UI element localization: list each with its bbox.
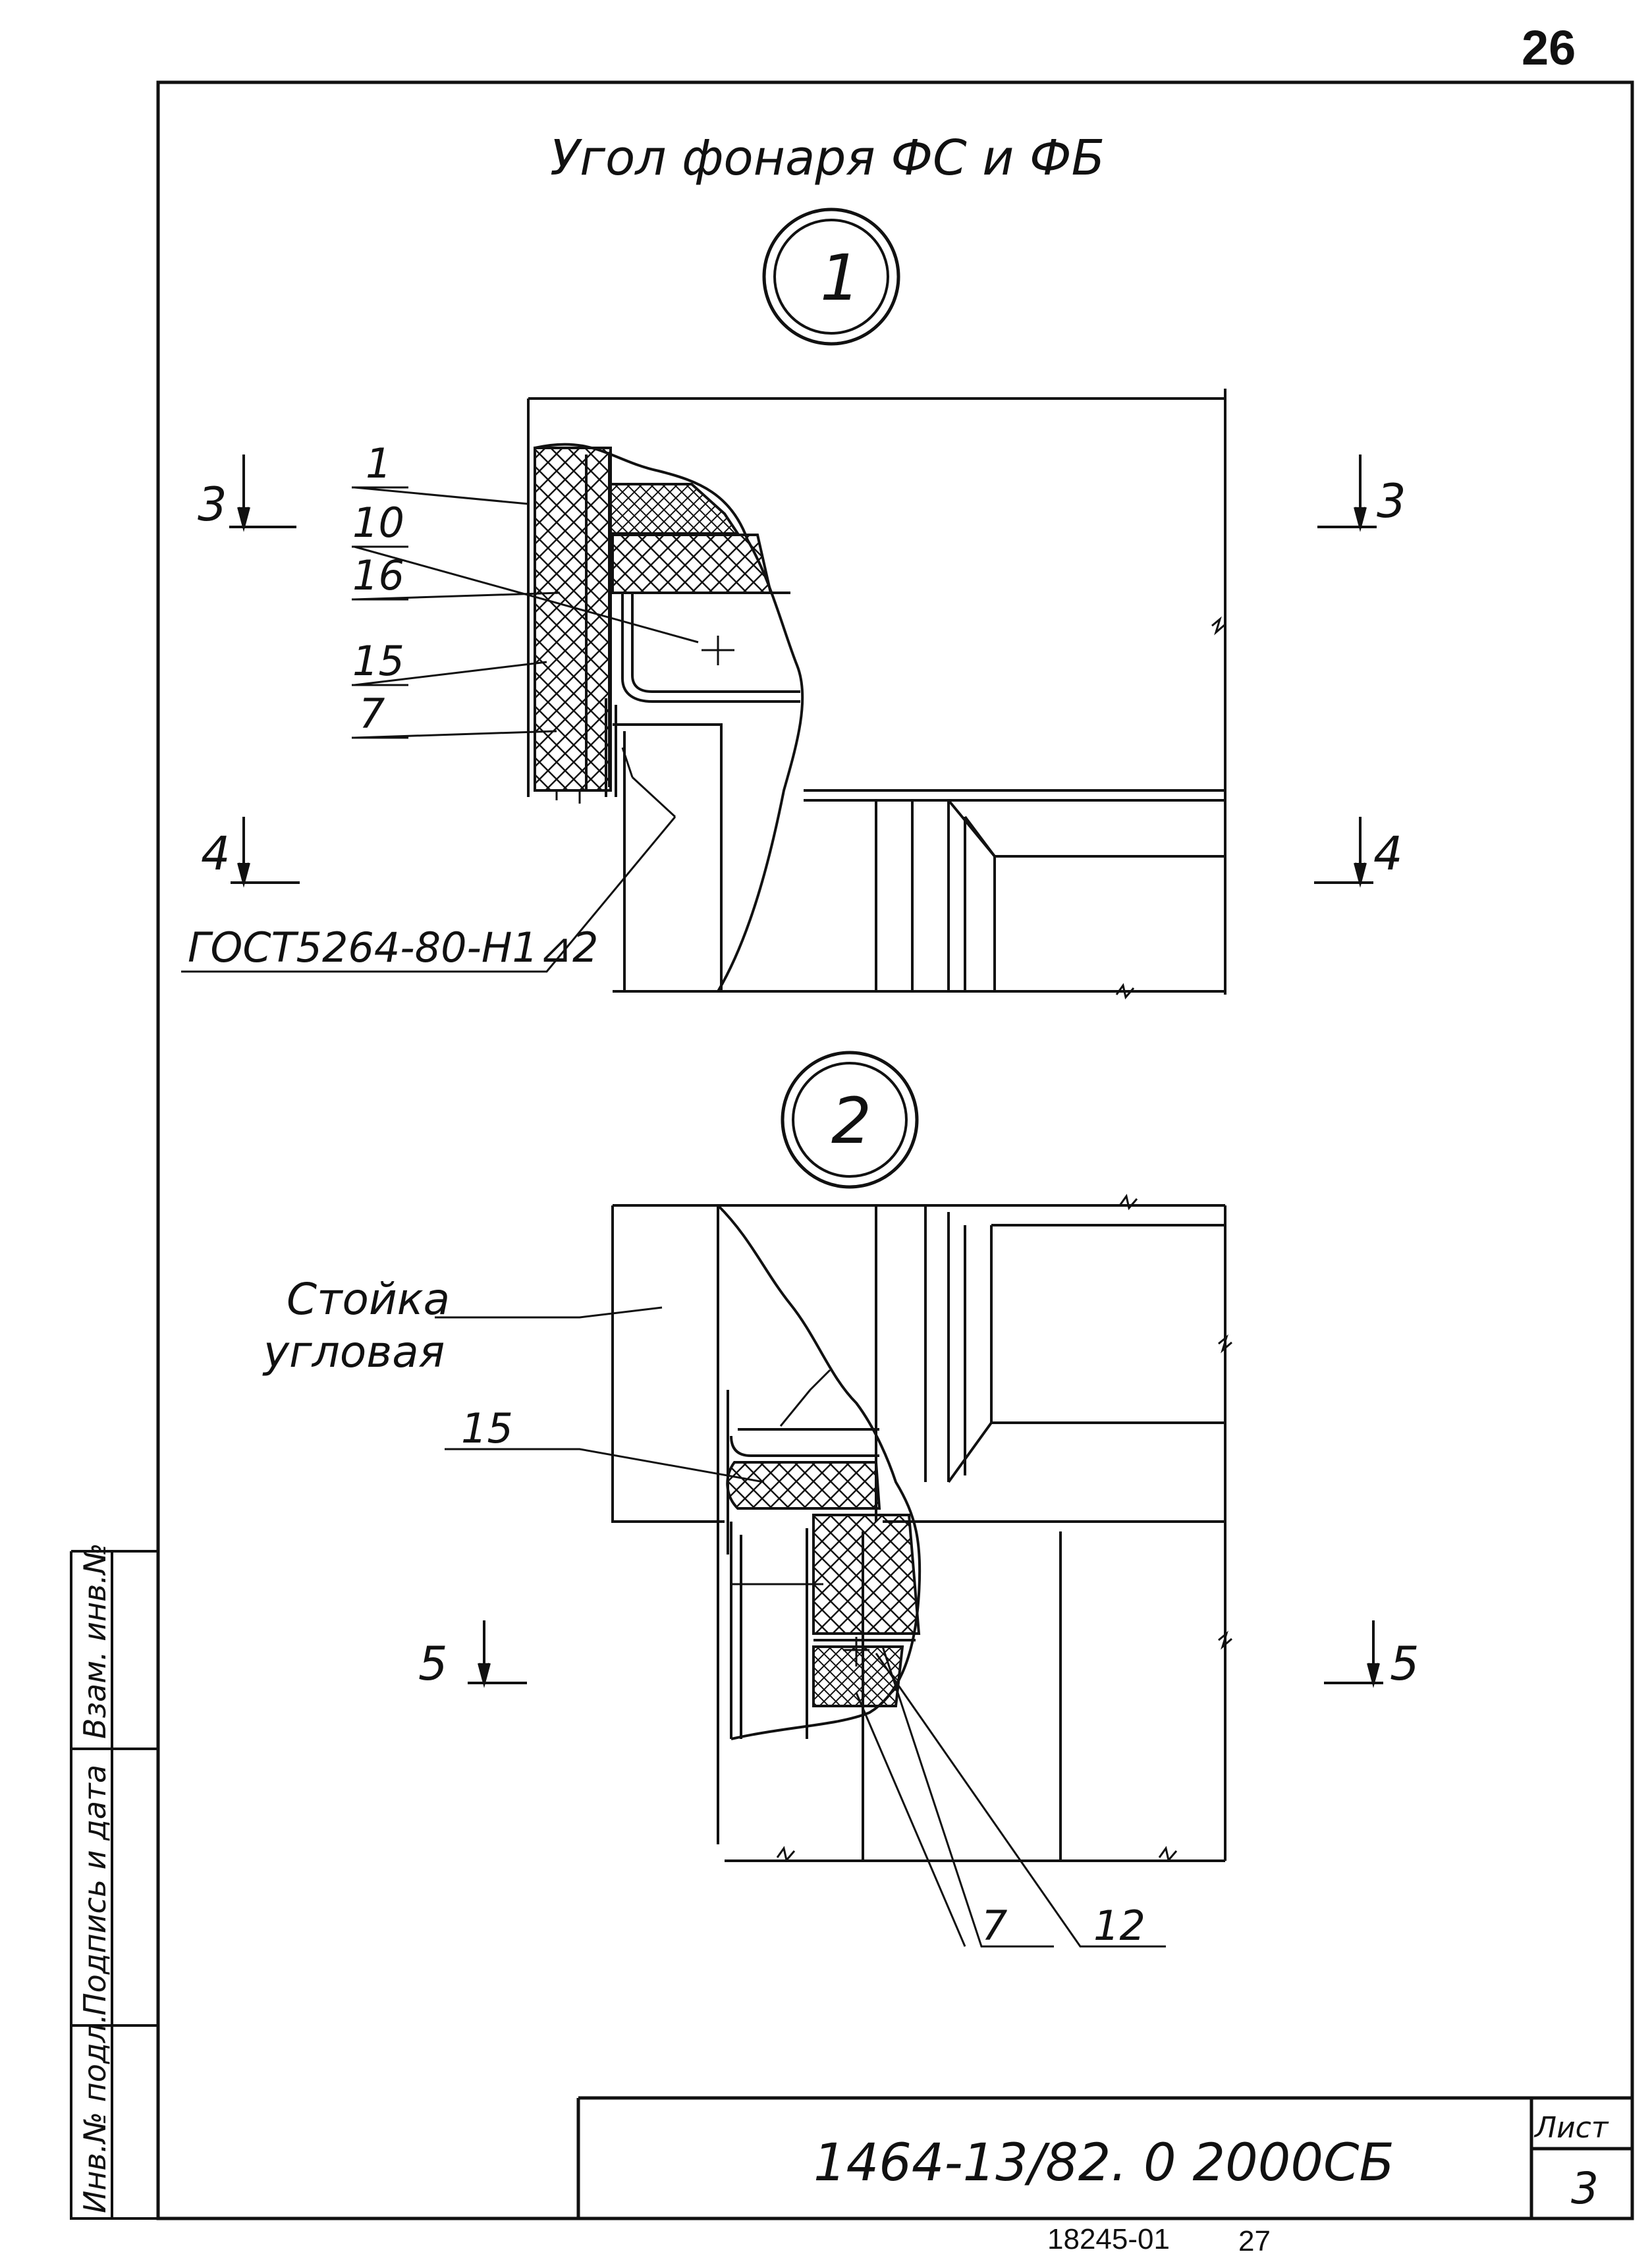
- stamp-podpis-data: Подпись и дата: [77, 1765, 113, 2016]
- footer-code: 18245-01: [1047, 2223, 1170, 2255]
- section-4-right: 4: [1373, 827, 1403, 881]
- detail-1-callout-15: 15: [352, 637, 404, 685]
- side-stamp: [70, 1550, 158, 2220]
- detail-2-number: 2: [831, 1084, 871, 1158]
- page-number: 26: [1522, 20, 1576, 75]
- detail-1-marker: 1: [762, 207, 900, 346]
- detail-1-callout-7: 7: [359, 690, 385, 738]
- section-5-left: 5: [418, 1637, 448, 1691]
- detail-2-callout-15: 15: [461, 1404, 513, 1452]
- stoyka-label-line1: Стойка: [287, 1274, 450, 1325]
- section-3-right: 3: [1377, 474, 1406, 528]
- sheet-label: Лист: [1533, 2111, 1609, 2145]
- section-3-left: 3: [198, 478, 227, 532]
- detail-1-callout-16: 16: [352, 551, 404, 599]
- detail-2-marker: 2: [781, 1051, 919, 1189]
- sheet-title: Угол фонаря ФС и ФБ: [550, 130, 1105, 186]
- stamp-inv-podl: Инв.№ подл.: [77, 2014, 113, 2213]
- detail-1-drawing: [181, 389, 1377, 1000]
- stamp-vzam-inv: Взам. инв.№: [77, 1543, 113, 1739]
- detail-1-callout-10: 10: [352, 499, 404, 547]
- section-4-left: 4: [201, 827, 231, 881]
- detail-2-callout-12: 12: [1093, 1902, 1145, 1950]
- section-5-right: 5: [1390, 1637, 1419, 1691]
- sheet-value: 3: [1571, 2163, 1599, 2214]
- detail-2-callout-7: 7: [981, 1902, 1007, 1950]
- detail-1-callout-1: 1: [366, 439, 391, 487]
- detail-2-drawing: [435, 1194, 1383, 1948]
- detail-1-number: 1: [820, 241, 860, 315]
- stoyka-label-line2: угловая: [262, 1327, 445, 1377]
- title-block: [576, 2096, 1632, 2218]
- weld-note: ГОСТ5264-80-Н1⊿2: [188, 923, 598, 972]
- sheet-frame: [156, 80, 1634, 2220]
- footer-page: 27: [1238, 2225, 1271, 2257]
- drawing-designation: 1464-13/82. 0 2000СБ: [813, 2134, 1394, 2193]
